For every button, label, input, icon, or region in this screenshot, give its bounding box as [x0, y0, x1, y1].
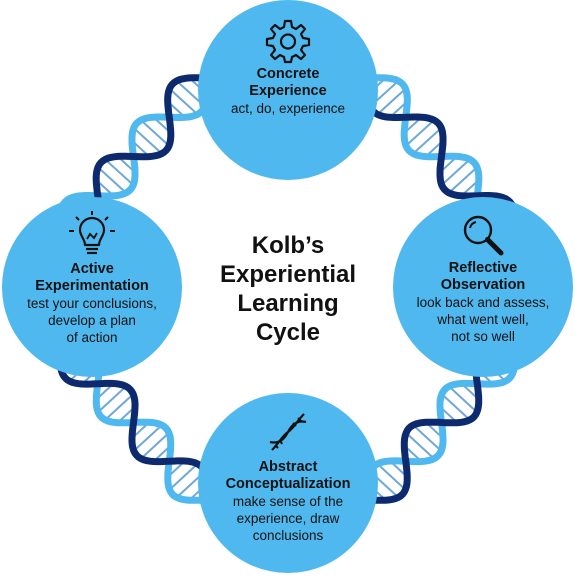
stage-title: Concrete Experience — [249, 66, 327, 99]
helix-rung — [448, 166, 478, 194]
stage-reflective-observation: Reflective Observation look back and ass… — [393, 197, 573, 377]
helix-rung — [412, 424, 442, 452]
helix-rung — [104, 393, 134, 421]
stage-description: act, do, experience — [230, 101, 346, 116]
helix-rung — [412, 127, 442, 155]
magnifier-icon — [461, 213, 505, 262]
helix-rung — [441, 393, 471, 421]
stage-title: Reflective Observation — [440, 260, 526, 293]
helix-strand — [57, 341, 210, 504]
helix-rung — [140, 432, 170, 460]
stage-description: look back and assess, what went well, no… — [416, 295, 550, 344]
helix-rung — [376, 463, 407, 491]
dna-icon — [266, 410, 310, 459]
stage-title: Active Experimentation — [35, 261, 149, 294]
gear-icon — [265, 18, 311, 69]
helix-rung — [405, 119, 435, 147]
helix-rung — [133, 127, 163, 155]
helix-rung — [448, 385, 478, 413]
stage-concrete-experience: Concrete Experience act, do, experience — [198, 0, 378, 180]
helix-rung — [441, 158, 471, 186]
helix-rung — [168, 87, 199, 116]
helix-rung — [133, 424, 163, 452]
helix-rung — [97, 385, 127, 413]
helix-rung — [140, 119, 170, 147]
stage-active-experimentation: Active Experimentation test your conclus… — [2, 197, 182, 377]
helix-rung — [104, 158, 134, 186]
helix-strand — [365, 74, 518, 239]
lightbulb-icon — [67, 209, 117, 264]
stage-title: Abstract Conceptualization — [225, 459, 351, 492]
helix-rung — [168, 463, 199, 491]
helix-rung — [97, 166, 127, 194]
helix-rung — [405, 432, 435, 460]
stage-abstract-conceptualization: Abstract Conceptualization make sense of… — [198, 393, 378, 573]
center-title: Kolb’s Experiential Learning Cycle — [219, 232, 357, 346]
stage-description: test your conclusions, develop a plan of… — [27, 296, 157, 345]
stage-description: make sense of the experience, draw concl… — [232, 494, 344, 543]
helix-rung — [376, 87, 407, 116]
